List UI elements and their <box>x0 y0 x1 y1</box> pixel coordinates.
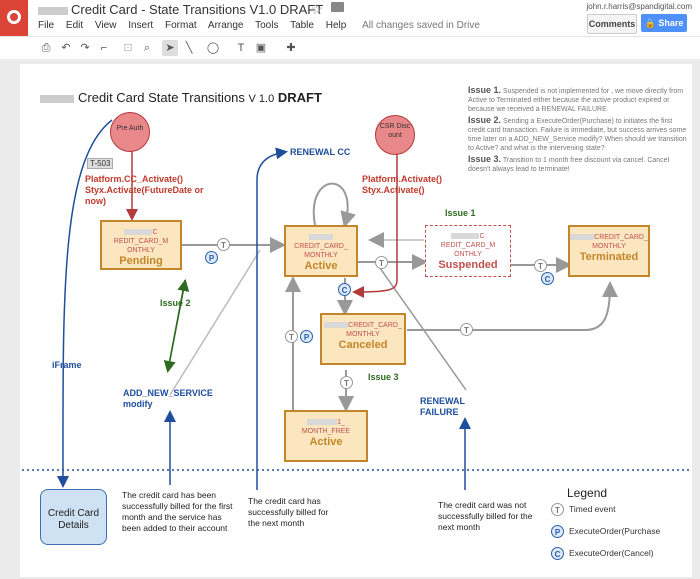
state-pending[interactable]: C REDIT_CARD_M ONTHLY Pending <box>100 220 182 270</box>
select-tool-icon[interactable]: ➤ <box>162 40 178 56</box>
ticket-tag[interactable]: T-503 <box>87 158 114 169</box>
legend-title: Legend <box>567 486 608 500</box>
cancel-badge: C <box>551 547 564 560</box>
legend[interactable]: Legend T Timed event P ExecuteOrder(Purc… <box>551 486 691 571</box>
state-active-free[interactable]: 1_ MONTH_FREE Active <box>284 410 368 462</box>
menu-arrange[interactable]: Arrange <box>207 20 244 31</box>
shape-tool-icon[interactable]: ◯ <box>206 42 220 54</box>
note-next-month[interactable]: The credit card has successfully billed … <box>248 496 329 528</box>
timed-event-badge[interactable]: T <box>375 256 388 269</box>
state-terminated[interactable]: CREDIT_CARD_ MONTHLY Terminated <box>568 225 650 277</box>
line-tool-icon[interactable]: ╲ <box>185 42 193 54</box>
state-active[interactable]: CREDIT_CARD_ MONTHLY Active <box>284 225 358 277</box>
issue-2-text: Issue 2. Sending a ExecuteOrder(Purchase… <box>468 115 687 153</box>
purchase-badge[interactable]: P <box>300 330 313 343</box>
document-title[interactable]: Credit Card - State Transitions V1.0 DRA… <box>38 2 323 17</box>
zoom-icon[interactable]: ⌕ <box>143 42 151 54</box>
purchase-badge: P <box>551 525 564 538</box>
renewal-failure-label[interactable]: RENEWAL FAILURE <box>420 396 465 417</box>
cancel-badge[interactable]: C <box>338 283 351 296</box>
credit-card-details-box[interactable]: Credit Card Details <box>40 489 107 545</box>
issue-3-text: Issue 3. Transition to 1 month free disc… <box>468 154 670 174</box>
user-email[interactable]: john.r.harris@spandigital.com <box>586 2 692 11</box>
csr-discount-circle[interactable]: CSR Disc ount <box>375 115 415 155</box>
note-not-billed[interactable]: The credit card was not successfully bil… <box>438 500 533 532</box>
code-annotation-right[interactable]: Platform.Activate() Styx.Activate() <box>362 174 443 195</box>
drawings-logo-icon[interactable] <box>0 0 28 36</box>
issue-1-label[interactable]: Issue 1 <box>445 208 476 218</box>
folder-icon[interactable] <box>331 2 344 12</box>
cancel-badge[interactable]: C <box>541 272 554 285</box>
issue-2-label[interactable]: Issue 2 <box>160 298 191 308</box>
add-new-service-label[interactable]: ADD_NEW_SERVICE modify <box>123 388 213 409</box>
menu-bar: File Edit View Insert Format Arrange Too… <box>38 20 489 31</box>
state-canceled[interactable]: CREDIT_CARD_ MONTHLY Canceled <box>320 313 406 365</box>
fit-icon[interactable]: ⊡ <box>123 42 133 54</box>
timed-event-badge[interactable]: T <box>340 376 353 389</box>
timed-event-badge[interactable]: T <box>460 323 473 336</box>
menu-edit[interactable]: Edit <box>65 20 84 31</box>
timed-event-badge[interactable]: T <box>285 330 298 343</box>
save-status: All changes saved in Drive <box>362 20 480 31</box>
undo-icon[interactable]: ↶ <box>61 42 71 54</box>
issue-1-text: Issue 1. Suspended is not implemented fo… <box>468 85 684 114</box>
menu-insert[interactable]: Insert <box>128 20 154 31</box>
preauth-circle[interactable]: Pre Auth <box>110 112 150 152</box>
share-button[interactable]: 🔒 Share <box>641 14 687 32</box>
issues-panel[interactable]: Issue 1. Suspended is not implemented fo… <box>468 86 690 174</box>
issue-3-label[interactable]: Issue 3 <box>368 372 399 382</box>
menu-tools[interactable]: Tools <box>255 20 279 31</box>
menu-table[interactable]: Table <box>290 20 314 31</box>
menu-format[interactable]: Format <box>165 20 197 31</box>
renewal-cc-label[interactable]: RENEWAL CC <box>290 147 351 157</box>
add-comment-icon[interactable]: ✚ <box>286 42 296 54</box>
diagram-title[interactable]: Credit Card State Transitions V 1.0 DRAF… <box>40 90 322 105</box>
timed-event-badge[interactable]: T <box>534 259 547 272</box>
legend-item-purchase: P ExecuteOrder(Purchase <box>551 522 691 544</box>
state-suspended[interactable]: C REDIT_CARD_M ONTHLY Suspended <box>425 225 511 277</box>
purchase-badge[interactable]: P <box>205 251 218 264</box>
print-icon[interactable]: ⎙ <box>41 42 51 54</box>
menu-help[interactable]: Help <box>325 20 347 31</box>
timed-event-badge: T <box>551 503 564 516</box>
comments-button[interactable]: Comments <box>587 14 637 34</box>
legend-item-cancel: C ExecuteOrder(Cancel) <box>551 544 691 566</box>
image-tool-icon[interactable]: ▣ <box>255 42 267 54</box>
paint-format-icon[interactable]: ⌐ <box>100 42 108 54</box>
iframe-label[interactable]: iFrame <box>52 360 82 370</box>
textbox-tool-icon[interactable]: T <box>237 42 245 54</box>
top-bar: Credit Card - State Transitions V1.0 DRA… <box>0 0 700 36</box>
code-annotation-left[interactable]: Platform.CC_Activate() Styx.Activate(Fut… <box>85 174 204 206</box>
menu-view[interactable]: View <box>94 20 117 31</box>
timed-event-badge[interactable]: T <box>217 238 230 251</box>
redo-icon[interactable]: ↷ <box>80 42 90 54</box>
star-icon[interactable]: ☆ <box>311 1 324 17</box>
legend-item-timed: T Timed event <box>551 500 691 522</box>
note-first-month[interactable]: The credit card has been successfully bi… <box>122 490 233 533</box>
menu-file[interactable]: File <box>38 20 55 31</box>
